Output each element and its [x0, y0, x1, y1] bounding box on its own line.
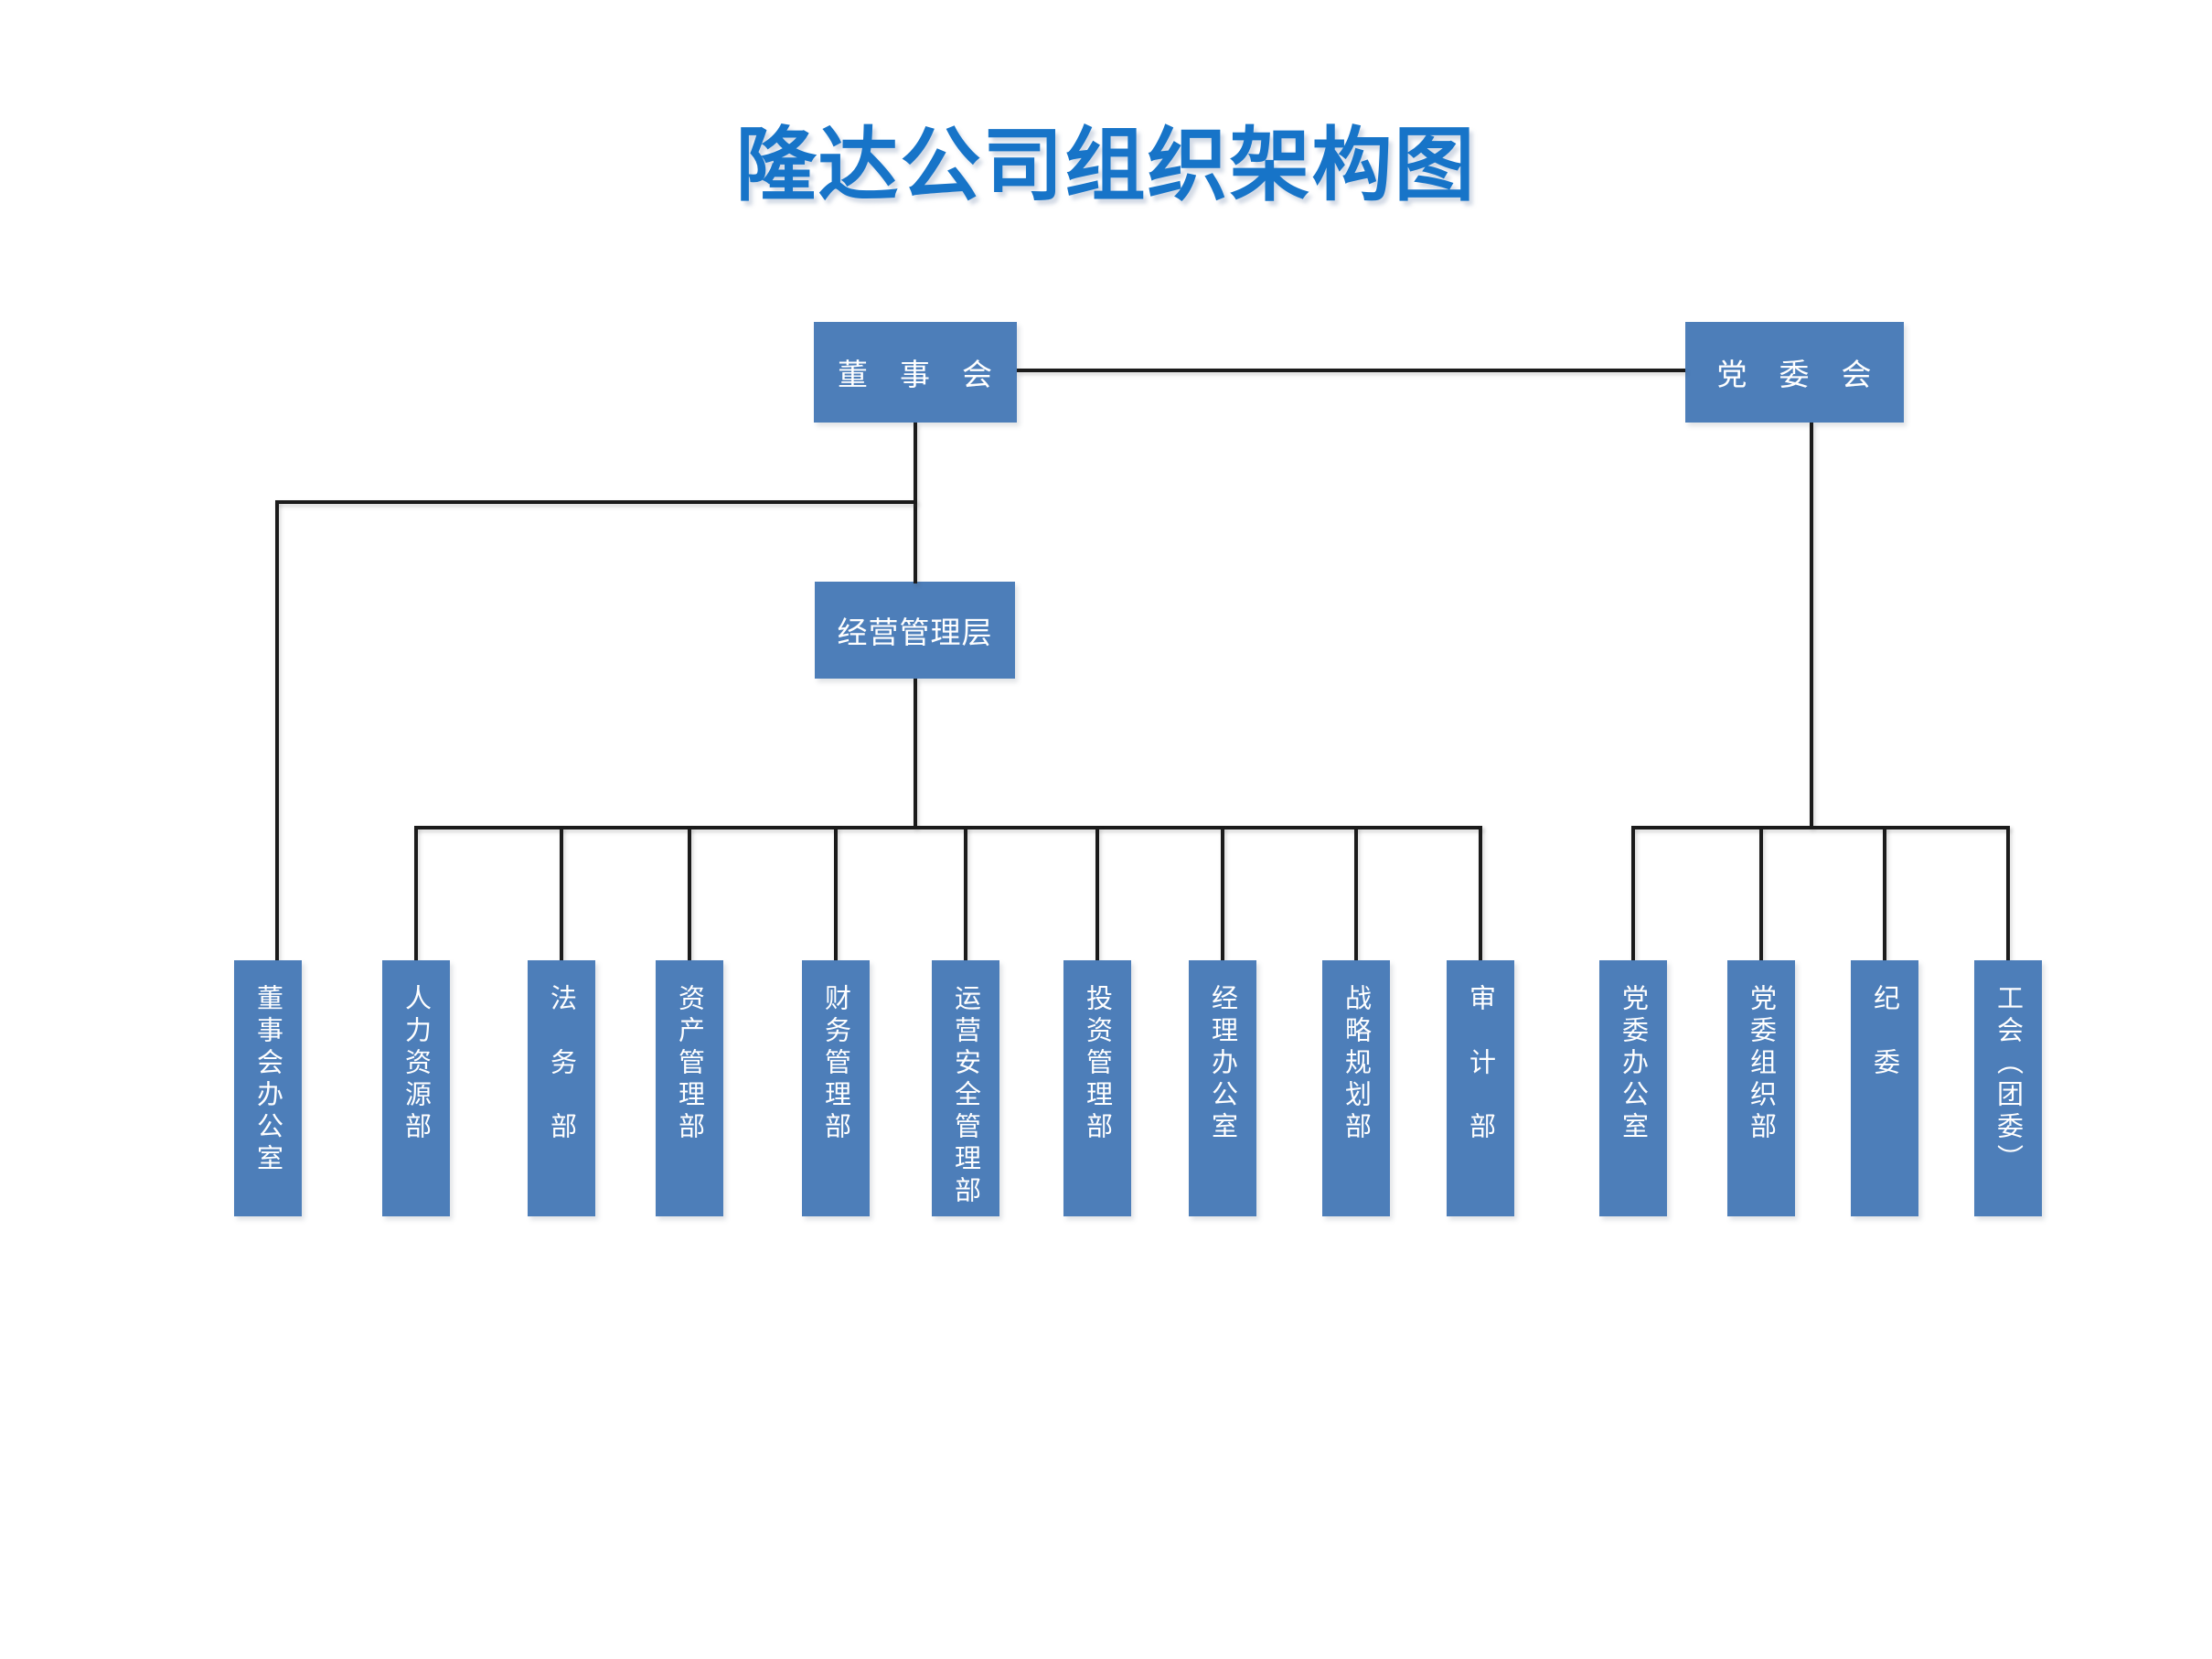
connector-branch-to-board-office — [275, 500, 279, 960]
dept-box-board-office: 董事会办公室 — [234, 960, 302, 1216]
node-management-layer: 经营管理层 — [815, 582, 1015, 679]
chart-title: 隆达公司组织架构图 — [735, 117, 1477, 212]
connector-drop — [1221, 826, 1224, 960]
connector-management-bus — [414, 826, 1482, 830]
dept-box-operations-safety-management: 运营安全管理部 — [932, 960, 999, 1216]
connector-drop — [1883, 826, 1886, 960]
dept-box-labor-union: 工会（团委） — [1974, 960, 2042, 1216]
node-party-committee: 党 委 会 — [1685, 322, 1904, 423]
dept-box-audit: 审 计 部 — [1447, 960, 1514, 1216]
connector-drop — [1759, 826, 1763, 960]
connector-drop — [414, 826, 418, 960]
connector-party-to-bus — [1810, 423, 1813, 828]
dept-box-legal: 法 务 部 — [528, 960, 595, 1216]
dept-box-human-resources: 人力资源部 — [382, 960, 450, 1216]
dept-box-financial-management: 财务管理部 — [802, 960, 870, 1216]
connector-drop — [2006, 826, 2010, 960]
dept-box-party-committee-office: 党委办公室 — [1599, 960, 1667, 1216]
dept-box-investment-management: 投资管理部 — [1063, 960, 1131, 1216]
node-board-of-directors: 董 事 会 — [814, 322, 1017, 423]
connector-drop — [1631, 826, 1635, 960]
dept-box-discipline-inspection-committee: 纪 委 — [1851, 960, 1918, 1216]
connector-drop — [834, 826, 838, 960]
connector-drop — [1095, 826, 1099, 960]
connector-board-branch-horizontal — [275, 500, 917, 504]
dept-box-asset-management: 资产管理部 — [656, 960, 723, 1216]
connector-drop — [560, 826, 563, 960]
connector-board-to-party — [1017, 369, 1685, 372]
connector-party-bus — [1631, 826, 2010, 830]
dept-box-general-manager-office: 经理办公室 — [1189, 960, 1256, 1216]
connector-management-to-bus — [914, 679, 917, 828]
connector-drop — [964, 826, 967, 960]
connector-drop — [688, 826, 691, 960]
dept-box-strategic-planning: 战略规划部 — [1322, 960, 1390, 1216]
connector-drop — [1479, 826, 1482, 960]
dept-box-party-organization: 党委组织部 — [1727, 960, 1795, 1216]
connector-drop — [1354, 826, 1358, 960]
